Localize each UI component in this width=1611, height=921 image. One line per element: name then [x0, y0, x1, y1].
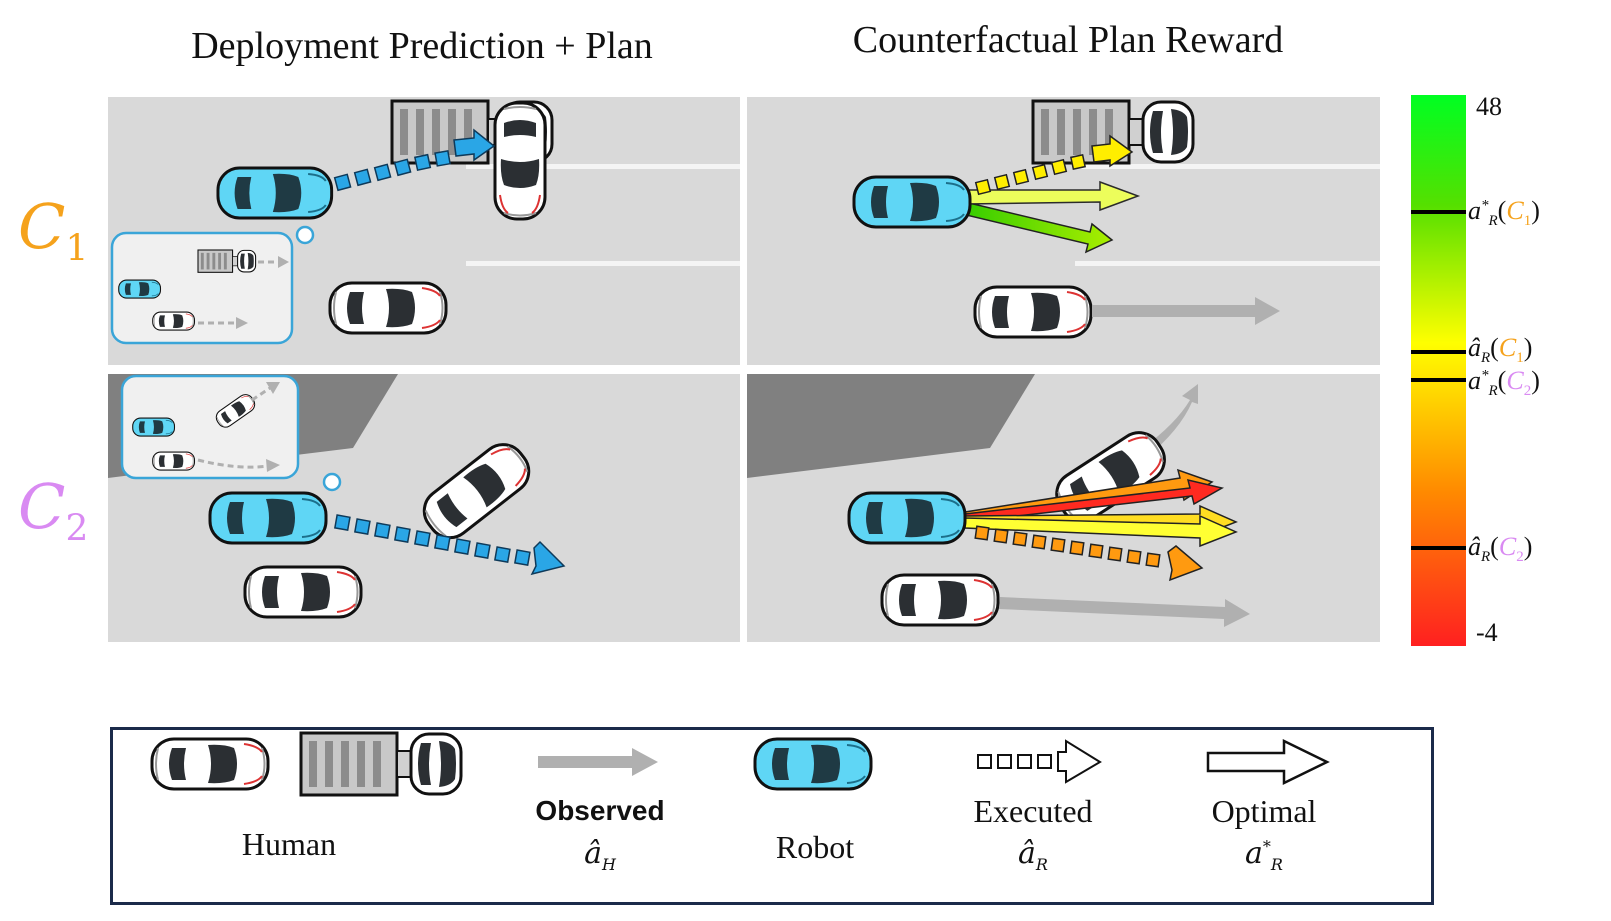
title-deployment: Deployment Prediction + Plan [191, 25, 653, 67]
legend-executed-label: Executed [973, 793, 1093, 829]
colorbar-tick-executed-c1: âR(C1) [1468, 333, 1533, 367]
row-label-c1: C1 [18, 190, 89, 270]
legend-executed-symbol: âR [1018, 836, 1048, 874]
colorbar [1411, 95, 1466, 646]
robot-car [216, 166, 334, 220]
human-car [328, 281, 448, 335]
row-label-c2: C2 [18, 470, 89, 550]
colorbar-max-label: 48 [1476, 92, 1502, 121]
legend-optimal-label: Optimal [1211, 793, 1317, 829]
executed-plan-arrow [333, 128, 496, 192]
legend-optimal-arrow [1206, 738, 1330, 786]
colorbar-ticks [1411, 210, 1466, 550]
legend-optimal-symbol: a*R [1245, 836, 1283, 874]
legend-human-label: Human [241, 826, 337, 862]
legend-box [110, 727, 1434, 905]
legend-observed-arrow [538, 748, 658, 776]
thought-bubble-c2 [120, 374, 300, 480]
legend-observed-symbol: âH [584, 836, 616, 874]
colorbar-tick-executed-c2: âR(C2) [1468, 532, 1533, 566]
legend-robot-label: Robot [775, 829, 855, 865]
thought-bubble-c1 [110, 231, 294, 345]
colorbar-tick-optimal-c2: a*R(C2) [1468, 366, 1540, 400]
colorbar-min-label: -4 [1476, 618, 1498, 647]
colorbar-tick-optimal-c1: a*R(C1) [1468, 196, 1540, 230]
title-counterfactual: Counterfactual Plan Reward [852, 19, 1284, 61]
legend-observed-label: Observed [535, 795, 665, 826]
legend-executed-arrow [977, 739, 1102, 784]
